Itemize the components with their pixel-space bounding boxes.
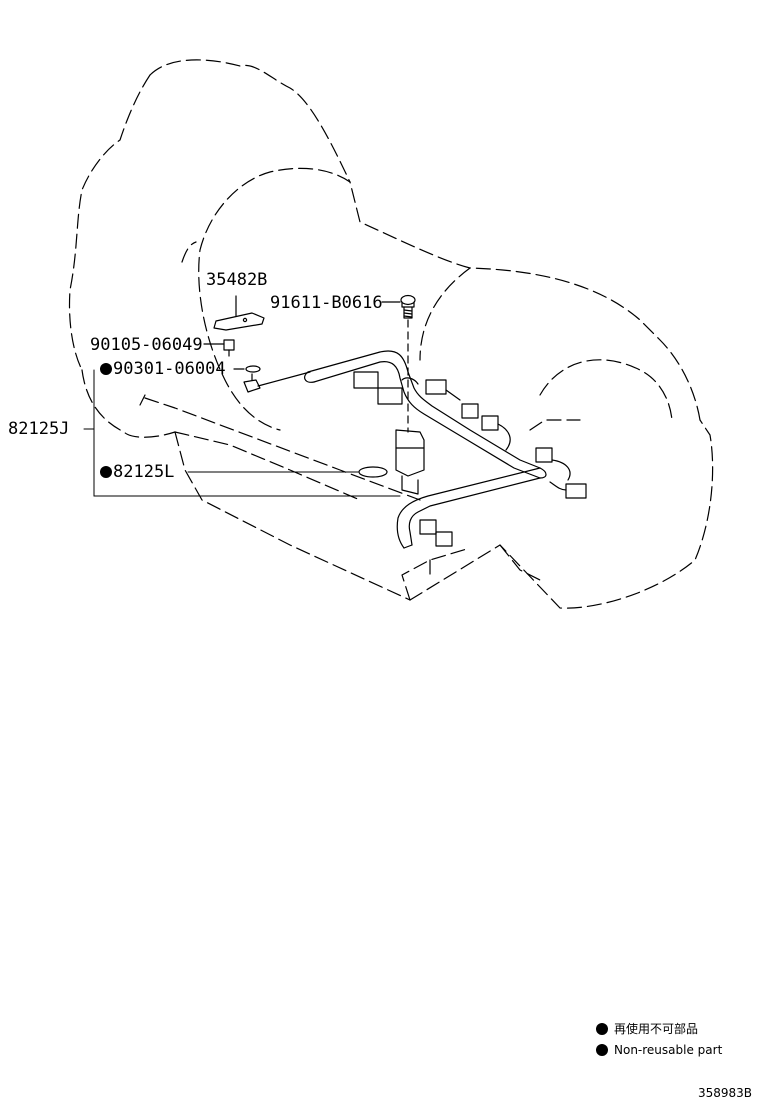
harness-connector-9 bbox=[435, 531, 453, 547]
legend-english: Non-reusable part bbox=[596, 1042, 722, 1058]
harness-connector-4 bbox=[461, 403, 479, 419]
diagram-id: 358983B bbox=[697, 1086, 752, 1100]
harness-connector-6 bbox=[535, 447, 553, 463]
harness-connector-7 bbox=[565, 483, 587, 499]
non-reusable-dot-icon bbox=[596, 1023, 608, 1035]
part-number-82125L: 82125L bbox=[113, 462, 175, 482]
wire-harness-82125J bbox=[304, 350, 587, 549]
harness-connector-3 bbox=[425, 379, 447, 395]
part-label-35482B: 35482B bbox=[206, 270, 268, 290]
legend-japanese: 再使用不可部品 bbox=[596, 1021, 698, 1037]
legend-en-text: Non-reusable part bbox=[614, 1043, 723, 1057]
harness-main-connector bbox=[395, 429, 425, 477]
oring-90301 bbox=[233, 365, 261, 373]
part-number-90301: 90301-06004 bbox=[113, 359, 226, 379]
oring-82125L bbox=[358, 466, 388, 478]
legend-jp-text: 再使用不可部品 bbox=[614, 1022, 699, 1036]
bolt-91611 bbox=[381, 294, 416, 433]
leader-lines bbox=[83, 369, 401, 497]
harness-connector-8 bbox=[419, 519, 437, 535]
part-label-82125J: 82125J bbox=[8, 419, 70, 439]
part-label-91611-B0616: 91611-B0616 bbox=[270, 293, 383, 313]
bolt-90105 bbox=[203, 339, 235, 357]
harness-connector-5 bbox=[481, 415, 499, 431]
sensor-connector bbox=[243, 371, 311, 393]
harness-connector-1 bbox=[353, 371, 379, 389]
non-reusable-dot-icon bbox=[596, 1044, 608, 1056]
part-label-82125L: 82125L bbox=[100, 462, 174, 482]
part-label-90301-06004: 90301-06004 bbox=[100, 359, 226, 379]
non-reusable-dot-icon bbox=[100, 466, 112, 478]
harness-connector-2 bbox=[377, 387, 403, 405]
bracket-35482B bbox=[213, 295, 265, 331]
transmission-housing-outline bbox=[68, 59, 714, 609]
part-label-90105-06049: 90105-06049 bbox=[90, 335, 203, 355]
non-reusable-dot-icon bbox=[100, 363, 112, 375]
